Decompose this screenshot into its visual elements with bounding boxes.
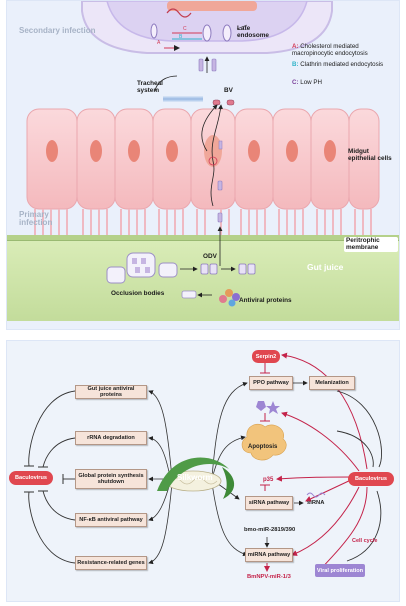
bv-particle — [198, 58, 204, 72]
box-resistance-related-genes: Resistance-related genes — [75, 556, 147, 570]
legend-item-a: A: Cholesterol mediated macropinocytic e… — [292, 43, 368, 57]
vesicle — [150, 23, 158, 39]
peritrophic-membrane-label: Peritrophic membrane — [344, 237, 398, 253]
bv-particle — [211, 58, 217, 72]
infection-route-illustration — [7, 1, 399, 321]
odv-particles — [200, 263, 256, 275]
bmo-mir-label: bmo-miR-2819/390 — [244, 527, 296, 533]
apoptosis-label: Apoptosis — [248, 444, 278, 450]
cell-cycle-label: Cell cycle — [352, 538, 378, 544]
box-mirna-pathway: miRNA pathway — [245, 548, 293, 562]
peritrophic-membrane — [7, 235, 399, 241]
tracheal-system-label: Tracheal system — [137, 80, 163, 94]
legend-item-c: C: Low PH — [292, 79, 322, 86]
baculovirus-right-badge: Baculovirus — [348, 472, 394, 486]
odv-label: ODV — [203, 253, 217, 260]
silkworm-label: Silkworm — [177, 473, 213, 482]
infection-route-panel: Secondary infection Primary infection C … — [6, 0, 400, 330]
midgut-epithelium — [26, 104, 380, 235]
apoptosis-cell — [241, 424, 287, 461]
viral-proliferation-badge: Viral proliferation — [315, 564, 365, 577]
host-virus-interaction-panel: Gut juice antiviral proteins rRNA degrad… — [6, 340, 400, 602]
midgut-epithelial-cells-label: Midgut epithelial cells — [348, 148, 392, 162]
bmnpv-mir-label: BmNPV-miR-1/3 — [247, 574, 291, 580]
box-sirna-pathway: siRNA pathway — [245, 496, 293, 510]
letter-a: A — [157, 40, 161, 46]
box-nfkb-antiviral-pathway: NF-κB antiviral pathway — [75, 513, 147, 527]
gut-juice-label: Gut juice — [307, 262, 344, 272]
box-melanization: Melanization — [309, 376, 355, 390]
antiviral-proteins-label: Antiviral proteins — [239, 297, 292, 304]
late-endosome-label: Late endosome — [237, 25, 269, 39]
serpin2-badge: Serpin2 — [252, 350, 280, 363]
section-label-secondary: Secondary infection — [19, 26, 96, 35]
box-gut-juice-antiviral-proteins: Gut juice antiviral proteins — [75, 385, 147, 399]
baculovirus-left-badge: Baculovirus — [9, 471, 53, 485]
vesicle — [202, 24, 212, 42]
sirna-label: siRNA — [307, 500, 325, 506]
late-endosome — [222, 24, 232, 42]
letter-b: B — [179, 34, 183, 40]
antiviral-proteins — [181, 289, 240, 307]
letter-c: C — [183, 26, 187, 32]
legend-item-b: B: Clathrin mediated endocytosis — [292, 61, 384, 68]
bv-label: BV — [224, 87, 233, 94]
box-global-protein-synthesis-shutdown: Global protein synthesis shutdown — [75, 469, 147, 489]
interaction-network — [24, 352, 382, 574]
p35-label: p35 — [263, 477, 274, 483]
silkworm-illustration — [157, 457, 235, 499]
gut-lumen — [7, 241, 399, 321]
nucleus-body — [167, 1, 257, 11]
box-ppo-pathway: PPO pathway — [249, 376, 293, 390]
occlusion-bodies-label: Occlusion bodies — [111, 290, 165, 297]
occlusion-bodies — [106, 252, 178, 284]
box-rrna-degradation: rRNA degradation — [75, 431, 147, 445]
section-label-primary: Primary infection — [19, 210, 53, 228]
genome-strand — [166, 8, 192, 18]
